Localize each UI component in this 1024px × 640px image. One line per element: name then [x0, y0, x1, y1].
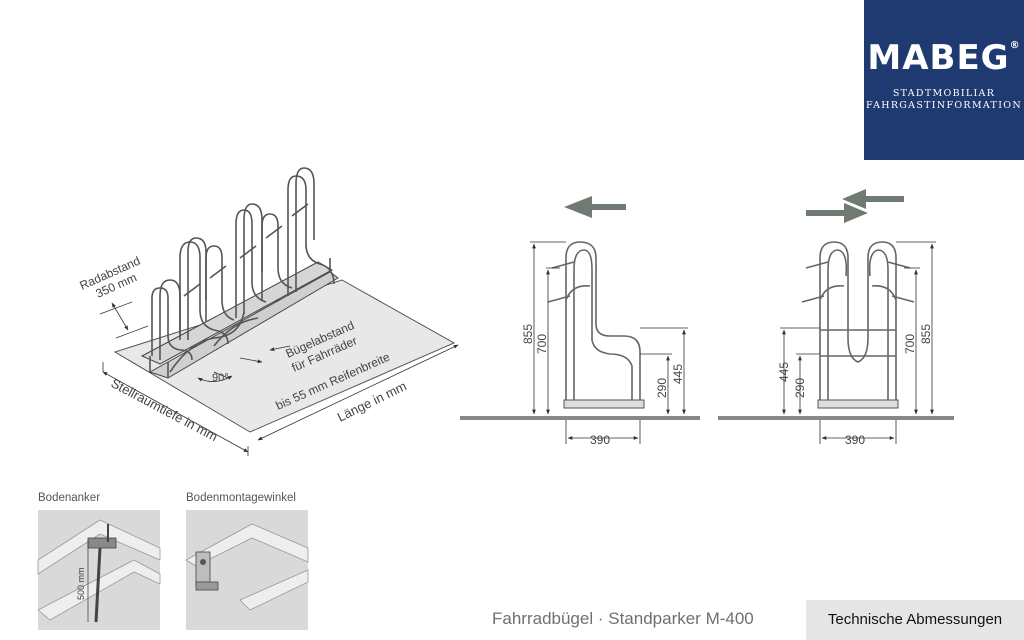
brand-name: MABEG®: [867, 38, 1021, 78]
double-dim-445: 445: [777, 362, 791, 382]
ground-line-2: [718, 416, 954, 420]
side-view: 855 700 290 445 390: [460, 196, 700, 447]
tab-technische-abmessungen[interactable]: Technische Abmessungen: [806, 600, 1024, 640]
base-frame: [140, 261, 334, 365]
side-dim-445: 445: [671, 364, 685, 384]
label-bodenmontagewinkel: Bodenmontagewinkel: [186, 492, 296, 504]
direction-arrows: [806, 189, 904, 223]
label-bodenanker: Bodenanker: [38, 492, 101, 504]
double-view: 445 290 700 855 390: [718, 189, 954, 447]
side-dim-290: 290: [655, 378, 669, 398]
double-dim-855: 855: [919, 324, 933, 344]
detail-bodenanker: 500 mm: [37, 510, 161, 630]
ground-line: [460, 416, 700, 420]
bodenanker-dim: 500 mm: [76, 567, 86, 600]
direction-arrow: [590, 204, 626, 210]
footer-title: Fahrradbügel · Standparker M-400: [492, 609, 754, 628]
brand-logo: MABEG® STADTMOBILIAR FAHRGASTINFORMATION: [864, 0, 1024, 160]
detail-bodenmontagewinkel: [185, 510, 309, 630]
side-dim-700: 700: [535, 334, 549, 354]
label-angle: 90°: [212, 372, 229, 384]
side-dim-390: 390: [590, 433, 610, 447]
bike-stands: [149, 167, 335, 378]
double-dim-700: 700: [903, 334, 917, 354]
double-dim-390: 390: [845, 433, 865, 447]
brand-tagline-1: STADTMOBILIAR: [892, 88, 996, 99]
side-dim-855: 855: [521, 324, 535, 344]
brand-tagline-2: FAHRGASTINFORMATION: [866, 100, 1022, 111]
isometric-view: Radabstand 350 mm Bügelabstand für Fahrr…: [78, 167, 459, 456]
double-dim-290: 290: [793, 378, 807, 398]
dimension-lines: [99, 301, 459, 456]
